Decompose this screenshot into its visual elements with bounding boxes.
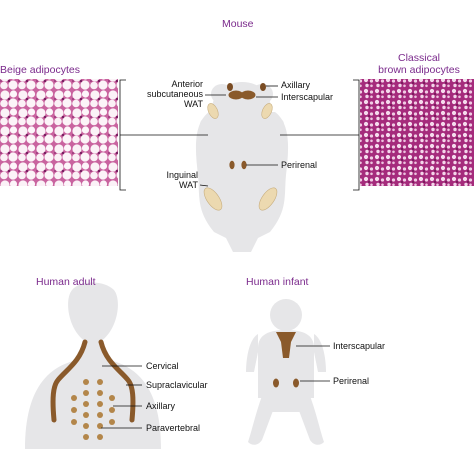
human-infant-silhouette <box>246 299 326 445</box>
mouse-axillary-left <box>227 83 233 91</box>
anterior-line-1: Anterior <box>171 79 203 89</box>
infant-perirenal-right <box>293 378 299 388</box>
mouse-fat-depots <box>203 83 278 211</box>
mouse-interscapular-bat <box>228 90 244 100</box>
adult-supraclavicular-left <box>50 339 88 423</box>
human-adult-leader-lines <box>101 365 142 429</box>
brown-adipocytes-image <box>360 79 474 186</box>
beige-adipocytes-image <box>0 79 118 186</box>
mouse-perirenal-label: Perirenal <box>281 160 318 170</box>
inguinal-line-1: Inguinal <box>166 170 198 180</box>
mouse-title: Mouse <box>222 18 254 30</box>
adult-supraclavicular-right <box>98 339 136 423</box>
anterior-line-3: WAT <box>184 99 203 109</box>
infant-interscapular-bat <box>276 332 296 358</box>
mouse-leader-lines <box>119 79 360 191</box>
human-adult-fat-depots <box>50 339 136 440</box>
inguinal-line-2: WAT <box>179 180 198 190</box>
beige-adipocytes-title: Beige adipocytes <box>0 64 80 76</box>
human-infant-leader-lines <box>296 345 330 382</box>
inguinal-wat-label: Inguinal WAT <box>140 170 198 190</box>
mouse-anterior-wat-left <box>207 103 219 119</box>
supraclavicular-label: Supraclavicular <box>146 380 208 390</box>
infant-interscapular-label: Interscapular <box>333 341 386 351</box>
mouse-interscapular-label: Interscapular <box>281 92 334 102</box>
brown-adipocytes-title: Classical brown adipocytes <box>364 52 474 76</box>
human-infant-title: Human infant <box>246 276 309 288</box>
brown-title-line-2: brown adipocytes <box>378 64 460 76</box>
cervical-label: Cervical <box>146 361 179 371</box>
mouse-perirenal-left <box>229 160 235 170</box>
mouse-anterior-wat-right <box>261 103 273 119</box>
human-adult-title: Human adult <box>36 276 96 288</box>
human-adult-silhouette <box>25 282 161 449</box>
adult-axillary-label: Axillary <box>146 401 176 411</box>
infant-perirenal-left <box>273 378 279 388</box>
mouse-silhouette <box>195 82 289 252</box>
infant-perirenal-label: Perirenal <box>333 376 370 386</box>
mouse-inguinal-wat-left <box>203 187 223 211</box>
mouse-perirenal-right <box>241 160 247 170</box>
anterior-line-2: subcutaneous <box>146 89 203 99</box>
brown-title-line-1: Classical <box>397 52 440 64</box>
paravertebral-label: Paravertebral <box>146 423 201 433</box>
mouse-axillary-right <box>260 83 266 91</box>
adult-paravertebral-dots <box>71 379 115 440</box>
human-infant-fat-depots <box>273 332 299 388</box>
mouse-inguinal-wat-right <box>258 187 278 211</box>
anterior-subcutaneous-wat-label: Anterior subcutaneous WAT <box>130 79 203 109</box>
mouse-axillary-label: Axillary <box>281 80 311 90</box>
